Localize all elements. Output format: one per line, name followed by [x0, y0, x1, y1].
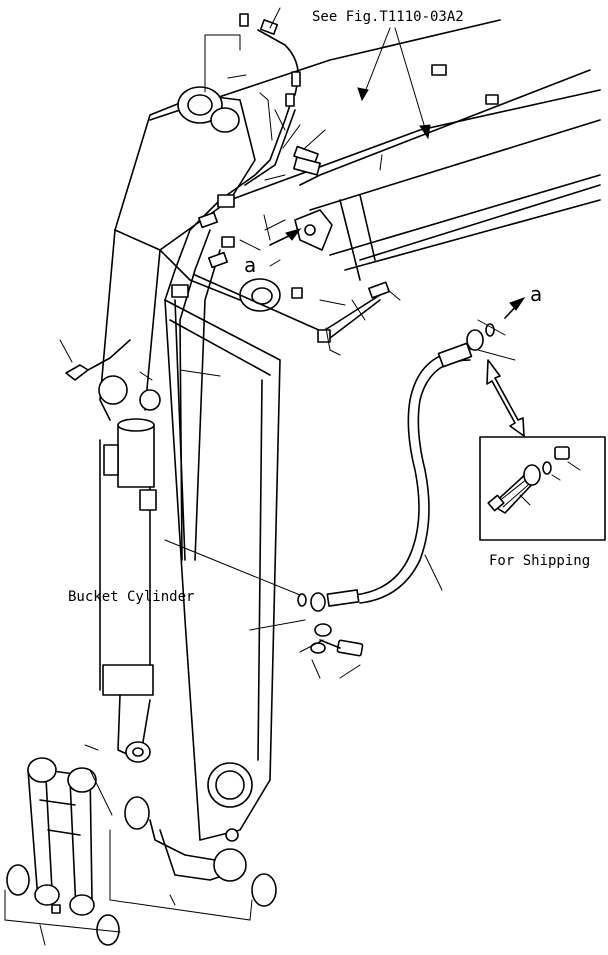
arm	[99, 86, 281, 882]
boom-pin-boss	[177, 86, 223, 124]
clamp-boom-2	[485, 94, 499, 105]
ref-arrow-a-upper	[264, 219, 302, 246]
bucket-cylinder	[98, 375, 161, 763]
cylinder-rod-eye	[125, 741, 151, 763]
arm-cyl-pin-boss	[239, 278, 281, 312]
arm-tip-boss	[207, 762, 253, 808]
see-fig-label: See Fig.T1110-03A2	[312, 9, 464, 25]
link-assembly	[27, 757, 97, 916]
see-fig-arrows	[357, 27, 431, 140]
cylinder-head	[117, 424, 155, 488]
shipping-detail-box	[479, 436, 606, 541]
ref-a-upper-label: a	[244, 253, 256, 277]
boom	[149, 19, 601, 281]
for-shipping-label: For Shipping	[489, 553, 590, 569]
clamp-boom-1	[431, 64, 447, 76]
shims	[6, 796, 277, 946]
ref-a-lower-label: a	[530, 282, 542, 306]
double-arrow-icon	[486, 359, 525, 437]
arm-bucket-pin-boss	[213, 848, 247, 882]
hydraulic-lines	[65, 13, 495, 657]
ref-arrow-a-lower	[504, 297, 526, 319]
bucket-cylinder-label: Bucket Cylinder	[68, 589, 194, 605]
leader-lines	[4, 7, 516, 946]
